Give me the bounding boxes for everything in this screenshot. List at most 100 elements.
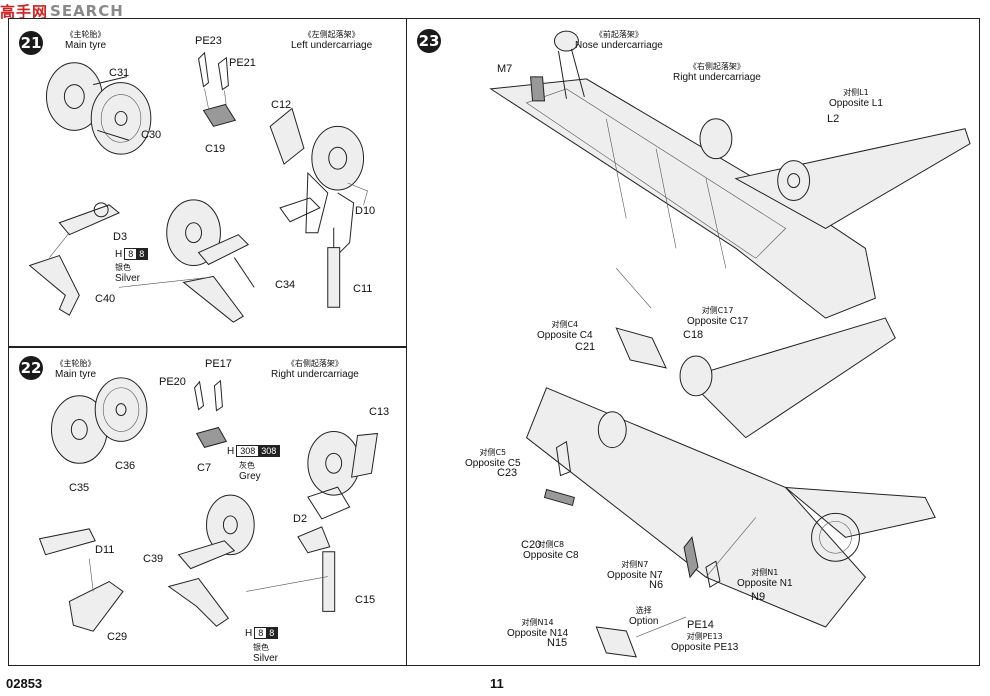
part-m7: M7 <box>497 63 513 75</box>
part-c35: C35 <box>69 482 90 494</box>
opp-c5-cn: 对侧C5 <box>479 448 507 457</box>
step-21-drawing <box>28 51 368 323</box>
paint-num-dark: 308 <box>258 446 280 456</box>
opp-n14-caption: 对侧N14 Opposite N14 <box>507 617 568 639</box>
paint-note-silver-21: 银色 Silver <box>115 262 140 284</box>
part-c7: C7 <box>197 462 212 474</box>
part-c21: C21 <box>575 341 596 353</box>
paint-en: Silver <box>115 273 141 284</box>
opp-pe13-cn: 对侧PE13 <box>686 632 723 641</box>
part-n15: N15 <box>547 637 568 649</box>
part-c15: C15 <box>355 594 376 606</box>
part-c12: C12 <box>271 99 292 111</box>
opp-c4-cn: 对侧C4 <box>551 320 579 329</box>
part-c30: C30 <box>141 129 162 141</box>
part-c39: C39 <box>143 553 164 565</box>
part-pe14: PE14 <box>687 619 714 631</box>
part-c13: C13 <box>369 406 390 418</box>
catalog-number: 02853 <box>6 676 43 691</box>
page-number: 11 <box>490 676 504 691</box>
right-uc-cn: 《右侧起落架》 <box>688 62 745 71</box>
part-pe17: PE17 <box>205 358 232 370</box>
paint-code: H <box>115 248 123 260</box>
part-c20: C20 <box>521 539 542 551</box>
paint-note-grey-22: 灰色 Grey <box>239 460 261 482</box>
step-22-number: 22 <box>19 356 43 380</box>
opp-n1-cn: 对侧N1 <box>751 568 779 577</box>
right-uc-en: Right undercarriage <box>673 72 761 83</box>
step-21-number: 21 <box>19 31 43 55</box>
opp-c8-caption: 对侧C8 Opposite C8 <box>523 539 579 561</box>
step-21-panel: 21 《主轮胎》 Main tyre 《左侧起落架》 Left undercar… <box>8 18 406 347</box>
part-pe21: PE21 <box>229 57 256 69</box>
opp-l1-en: Opposite L1 <box>829 98 883 109</box>
opp-n7-cn: 对侧N7 <box>621 560 649 569</box>
option-en: Option <box>629 616 659 627</box>
paint-num: 8 <box>258 628 264 638</box>
paint-cn: 银色 <box>115 263 131 272</box>
part-n6: N6 <box>649 579 664 591</box>
part-c31: C31 <box>109 67 130 79</box>
opp-c17-en: Opposite C17 <box>687 316 749 327</box>
option-cn: 选择 <box>635 606 652 615</box>
nose-uc-caption: 《前起落架》 Nose undercarriage <box>575 29 663 51</box>
opp-c17-caption: 对侧C17 Opposite C17 <box>687 305 748 327</box>
part-d10: D10 <box>355 205 376 217</box>
main-tyre-en: Main tyre <box>65 40 107 51</box>
step-22-main-tyre-caption: 《主轮胎》 Main tyre <box>55 358 96 380</box>
option-caption: 选择 Option <box>629 605 658 627</box>
right-uc-caption-23: 《右侧起落架》 Right undercarriage <box>673 61 761 83</box>
part-n9: N9 <box>751 591 766 603</box>
opp-n7-caption: 对侧N7 Opposite N7 <box>607 559 663 581</box>
main-tyre-cn: 《主轮胎》 <box>65 30 106 39</box>
part-c34: C34 <box>275 279 296 291</box>
opp-pe13-en: Opposite PE13 <box>671 642 739 653</box>
opp-c4-caption: 对侧C4 Opposite C4 <box>537 319 593 341</box>
part-pe20: PE20 <box>159 376 186 388</box>
paint-en: Grey <box>239 471 261 482</box>
opp-c8-en: Opposite C8 <box>523 550 579 561</box>
paint-chip-grey-22: H 308 308 <box>227 445 281 457</box>
nose-uc-cn: 《前起落架》 <box>594 30 643 39</box>
paint-num: 308 <box>240 446 256 456</box>
watermark-en: SEARCH <box>50 2 124 20</box>
part-c29: C29 <box>107 631 128 643</box>
part-l2: L2 <box>827 113 840 125</box>
paint-code: H <box>245 627 253 639</box>
step-21-main-tyre-caption: 《主轮胎》 Main tyre <box>65 29 106 51</box>
opp-n7-en: Opposite N7 <box>607 570 663 581</box>
opp-n14-cn: 对侧N14 <box>521 618 554 627</box>
watermark-cn: 高手网 <box>0 2 49 21</box>
opp-c17-cn: 对侧C17 <box>701 306 734 315</box>
nose-uc-en: Nose undercarriage <box>575 40 663 51</box>
paint-cn: 灰色 <box>239 461 255 470</box>
step-23-panel: 23 《前起落架》 Nose undercarriage 《右侧起落架》 Rig… <box>406 18 980 666</box>
site-watermark: 高手网 SEARCH <box>0 0 124 22</box>
opp-l1-caption: 对侧L1 Opposite L1 <box>829 87 883 109</box>
paint-chip-silver-22: H 8 8 <box>245 627 279 639</box>
right-uc-en: Right undercarriage <box>271 369 359 380</box>
opp-n14-en: Opposite N14 <box>507 628 569 639</box>
opp-c5-en: Opposite C5 <box>465 458 521 469</box>
part-d2: D2 <box>293 513 308 525</box>
left-uc-cn: 《左侧起落架》 <box>303 30 360 39</box>
paint-cn: 银色 <box>253 643 269 652</box>
paint-num-dark: 8 <box>266 628 278 638</box>
paint-note-silver-22: 银色 Silver <box>253 642 278 664</box>
opp-c4-en: Opposite C4 <box>537 330 593 341</box>
part-c23: C23 <box>497 467 518 479</box>
opp-l1-cn: 对侧L1 <box>843 88 869 97</box>
step-22-drawing <box>38 377 379 632</box>
part-c40: C40 <box>95 293 116 305</box>
paint-code: H <box>227 445 235 457</box>
main-tyre-en: Main tyre <box>55 369 97 380</box>
paint-en: Silver <box>253 653 279 664</box>
step-23-drawing <box>489 30 971 658</box>
main-tyre-cn: 《主轮胎》 <box>55 359 96 368</box>
paint-num-dark: 8 <box>136 249 148 259</box>
part-c18: C18 <box>683 329 704 341</box>
opp-n1-caption: 对侧N1 Opposite N1 <box>737 567 793 589</box>
left-uc-en: Left undercarriage <box>291 40 373 51</box>
part-d11: D11 <box>95 544 115 556</box>
step-22-panel: 22 《主轮胎》 Main tyre 《右侧起落架》 Right underca… <box>8 347 406 666</box>
